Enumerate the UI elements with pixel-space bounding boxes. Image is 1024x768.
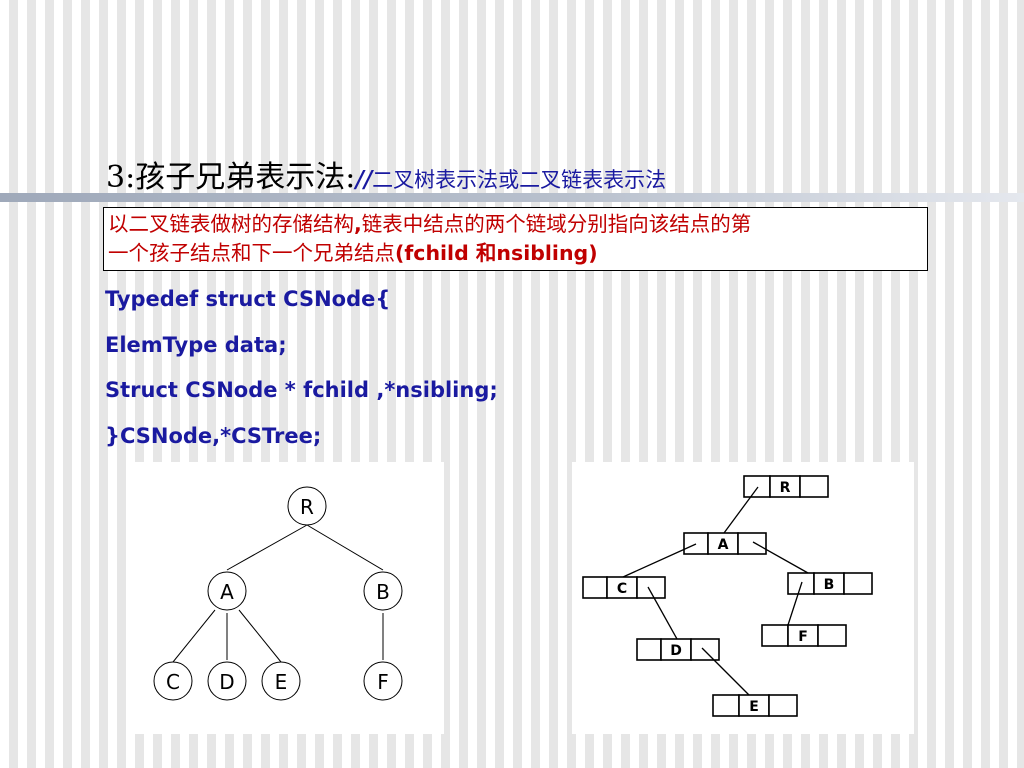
description-paren: (fchild 和nsibling): [395, 241, 598, 265]
tree-node-c-label: C: [166, 670, 180, 694]
description-comma: ,: [354, 212, 362, 236]
link-c-d: [647, 586, 678, 640]
title-underline-bar: [0, 193, 1024, 202]
tree-node-a-label: A: [220, 580, 234, 604]
link-d-e: [701, 647, 750, 696]
title-subtitle: 二叉树表示法或二叉链表表示法: [372, 168, 667, 192]
tree-node-c: C: [153, 661, 193, 701]
list-node-a: [683, 532, 767, 555]
edge-r-a: [226, 524, 308, 571]
code-line-1: Typedef struct CSNode{: [105, 287, 391, 311]
list-node-b-label: B: [824, 577, 835, 593]
link-a-c: [622, 543, 697, 578]
slide-title: 3:孩子兄弟表示法://二叉树表示法或二叉链表表示法: [106, 152, 666, 196]
list-node-r-label: R: [780, 480, 791, 496]
list-node-c-label: C: [617, 581, 627, 597]
tree-node-f: F: [363, 661, 403, 701]
list-node-f-label: F: [798, 629, 808, 645]
tree-diagram: R A B C D E F: [130, 462, 444, 734]
list-node-r: [743, 475, 829, 498]
edge-r-b: [306, 524, 384, 571]
list-node-f: [761, 624, 847, 647]
tree-node-e-label: E: [275, 670, 288, 694]
description-line1: 以二叉链表做树的存储结构: [108, 212, 354, 236]
list-node-e: [712, 694, 798, 717]
code-line-3: Struct CSNode * fchild ,*nsibling;: [105, 378, 498, 402]
description-line1b: 链表中结点的两个链域分别指向该结点的第: [361, 212, 752, 236]
list-node-e-label: E: [749, 699, 759, 715]
tree-node-f-label: F: [377, 670, 389, 694]
tree-node-a: A: [207, 571, 247, 611]
tree-node-r: R: [287, 486, 327, 526]
linked-list-svg: R A C B D F E: [582, 475, 873, 717]
link-a-b: [752, 541, 809, 574]
list-node-a-label: A: [718, 537, 729, 553]
list-node-d: [636, 638, 720, 661]
list-node-d-label: D: [670, 643, 682, 659]
tree-node-b-label: B: [376, 580, 390, 604]
code-line-2: ElemType data;: [105, 333, 287, 357]
list-node-c: [582, 576, 666, 599]
tree-node-d-label: D: [219, 670, 234, 694]
description-line2: 一个孩子结点和下一个兄弟结点: [108, 241, 395, 265]
tree-node-e: E: [261, 661, 301, 701]
tree-svg: R A B C D E F: [153, 486, 403, 701]
code-line-4: }CSNode,*CSTree;: [105, 424, 322, 448]
title-comment-slash: //: [355, 166, 373, 193]
link-b-f: [787, 581, 803, 626]
tree-node-r-label: R: [300, 495, 314, 519]
description-box: 以二叉链表做树的存储结构,链表中结点的两个链域分别指向该结点的第 一个孩子结点和…: [103, 207, 928, 271]
edge-a-c: [172, 609, 216, 663]
title-main: 3:孩子兄弟表示法:: [106, 160, 356, 195]
edge-a-e: [238, 609, 282, 663]
child-sibling-list-diagram: R A C B D F E: [572, 462, 914, 734]
link-r-a: [723, 486, 759, 534]
tree-node-d: D: [207, 661, 247, 701]
tree-node-b: B: [363, 571, 403, 611]
